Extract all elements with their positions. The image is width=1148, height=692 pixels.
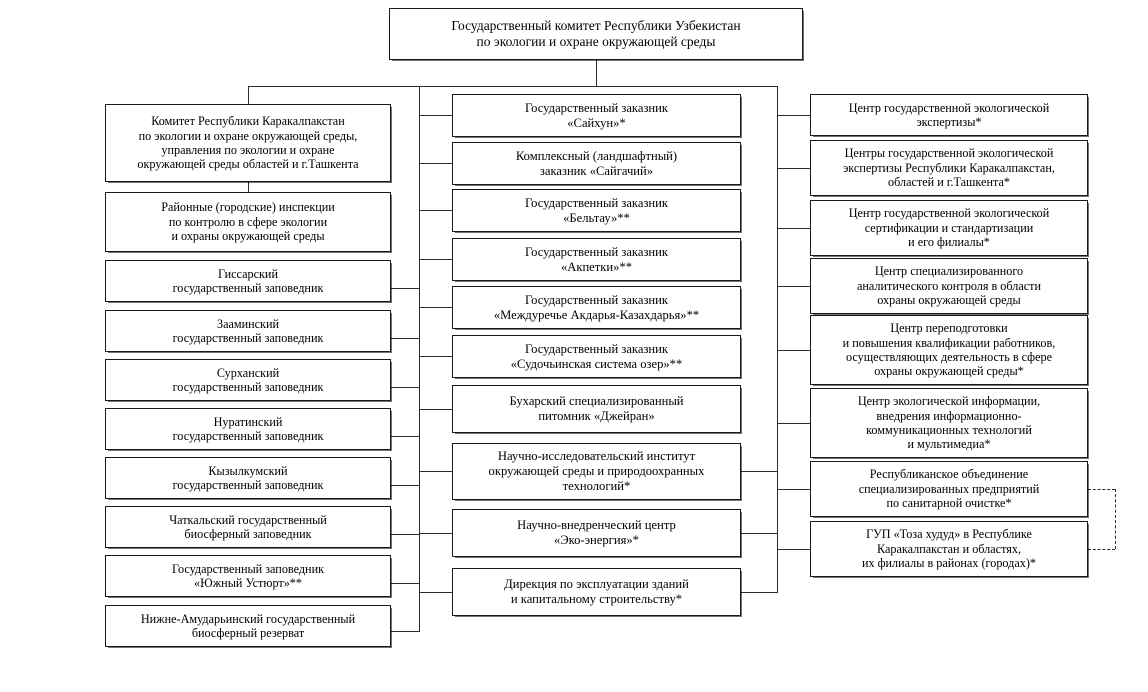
right-connector-6 xyxy=(777,423,811,424)
right-node-1-label: Центр государственной экологической эксп… xyxy=(848,100,1050,129)
middle-connector-6 xyxy=(419,356,453,357)
left-link-1-2 xyxy=(248,182,249,192)
right-node-5-label: Центр переподготовки и повышения квалифи… xyxy=(842,321,1056,379)
right-connector-4 xyxy=(777,286,811,287)
right-node-5: Центр переподготовки и повышения квалифи… xyxy=(810,315,1088,385)
left-node-8: Чаткальский государственный биосферный з… xyxy=(105,506,391,548)
root-node: Государственный комитет Республики Узбек… xyxy=(389,8,803,60)
middle-node-6: Государственный заказник «Судочьинская с… xyxy=(452,335,741,378)
right-node-7-label: Республиканское объединение специализиро… xyxy=(858,467,1040,511)
right-node-1: Центр государственной экологической эксп… xyxy=(810,94,1088,136)
left-node-8-label: Чаткальский государственный биосферный з… xyxy=(169,512,327,541)
right-node-8: ГУП «Тоза худуд» в Республике Каракалпак… xyxy=(810,521,1088,577)
right-connector-1 xyxy=(777,115,811,116)
left-node-4-label: Зааминский государственный заповедник xyxy=(172,316,324,345)
right-node-7: Республиканское объединение специализиро… xyxy=(810,461,1088,517)
left-node-2: Районные (городские) инспекции по контро… xyxy=(105,192,391,252)
right-node-3-label: Центр государственной экологической серт… xyxy=(848,206,1050,250)
middle-to-right-connector-9 xyxy=(741,533,778,534)
left-node-7-label: Кызылкумский государственный заповедник xyxy=(172,463,324,492)
right-connector-2 xyxy=(777,168,811,169)
left-connector-4 xyxy=(391,338,420,339)
middle-node-8-label: Научно-исследовательский институт окружа… xyxy=(488,449,705,493)
left-node-5-label: Сурханский государственный заповедник xyxy=(172,365,324,394)
middle-node-5: Государственный заказник «Междуречье Акд… xyxy=(452,286,741,329)
middle-connector-2 xyxy=(419,163,453,164)
left-node-4: Зааминский государственный заповедник xyxy=(105,310,391,352)
middle-node-1-label: Государственный заказник «Сайхун»* xyxy=(524,100,669,130)
right-connector-8 xyxy=(777,549,811,550)
left-spine xyxy=(248,86,249,116)
middle-node-5-label: Государственный заказник «Междуречье Акд… xyxy=(493,292,700,322)
middle-node-10-label: Дирекция по эксплуатации зданий и капита… xyxy=(504,577,689,606)
right-node-3: Центр государственной экологической серт… xyxy=(810,200,1088,256)
middle-connector-4 xyxy=(419,259,453,260)
left-node-9: Государственный заповедник «Южный Устюрт… xyxy=(105,555,391,597)
middle-node-1: Государственный заказник «Сайхун»* xyxy=(452,94,741,137)
middle-node-4: Государственный заказник «Акпетки»** xyxy=(452,238,741,281)
middle-node-2: Комплексный (ландшафтный) заказник «Сайг… xyxy=(452,142,741,185)
middle-spine xyxy=(419,86,420,631)
left-node-7: Кызылкумский государственный заповедник xyxy=(105,457,391,499)
left-node-5: Сурханский государственный заповедник xyxy=(105,359,391,401)
right-node-6-label: Центр экологической информации, внедрени… xyxy=(857,394,1041,452)
right-node-6: Центр экологической информации, внедрени… xyxy=(810,388,1088,458)
middle-node-3: Государственный заказник «Бельтау»** xyxy=(452,189,741,232)
middle-to-right-connector-8 xyxy=(741,471,778,472)
left-node-1-label: Комитет Республики Каракалпакстан по эко… xyxy=(137,114,359,172)
middle-to-right-connector-10 xyxy=(741,592,778,593)
left-connector-7 xyxy=(391,485,420,486)
right-spine xyxy=(777,86,778,576)
right-node-8-label: ГУП «Тоза худуд» в Республике Каракалпак… xyxy=(861,527,1037,571)
middle-node-10: Дирекция по эксплуатации зданий и капита… xyxy=(452,568,741,616)
middle-connector-7 xyxy=(419,409,453,410)
middle-connector-9 xyxy=(419,533,453,534)
left-connector-3 xyxy=(391,288,420,289)
right-node-4: Центр специализированного аналитического… xyxy=(810,258,1088,314)
left-connector-8 xyxy=(391,534,420,535)
root-stem xyxy=(596,60,597,86)
middle-node-9-label: Научно-внедренческий центр «Эко-энергия»… xyxy=(517,518,676,547)
left-connector-6 xyxy=(391,436,420,437)
left-node-1: Комитет Республики Каракалпакстан по эко… xyxy=(105,104,391,182)
dashed-connector-top xyxy=(1088,489,1115,490)
left-node-6-label: Нуратинский государственный заповедник xyxy=(172,414,324,443)
middle-connector-3 xyxy=(419,210,453,211)
right-connector-3 xyxy=(777,228,811,229)
dashed-connector-bottom xyxy=(1088,549,1115,550)
left-connector-5 xyxy=(391,387,420,388)
middle-node-4-label: Государственный заказник «Акпетки»** xyxy=(524,244,669,274)
middle-node-3-label: Государственный заказник «Бельтау»** xyxy=(524,195,669,225)
right-node-2: Центры государственной экологической экс… xyxy=(810,140,1088,196)
middle-node-2-label: Комплексный (ландшафтный) заказник «Сайг… xyxy=(515,148,678,178)
middle-node-9: Научно-внедренческий центр «Эко-энергия»… xyxy=(452,509,741,557)
right-spine-lower xyxy=(777,576,778,592)
middle-connector-5 xyxy=(419,307,453,308)
left-node-10: Нижне-Амударьинский государственный биос… xyxy=(105,605,391,647)
left-node-3: Гиссарский государственный заповедник xyxy=(105,260,391,302)
middle-connector-10 xyxy=(419,592,453,593)
middle-node-7: Бухарский специализированный питомник «Д… xyxy=(452,385,741,433)
left-node-3-label: Гиссарский государственный заповедник xyxy=(172,266,324,295)
right-node-4-label: Центр специализированного аналитического… xyxy=(856,264,1042,308)
middle-node-8: Научно-исследовательский институт окружа… xyxy=(452,443,741,500)
root-node-label: Государственный комитет Республики Узбек… xyxy=(451,18,741,49)
left-node-2-label: Районные (городские) инспекции по контро… xyxy=(161,200,335,244)
middle-node-6-label: Государственный заказник «Судочьинская с… xyxy=(510,341,683,371)
right-connector-7 xyxy=(777,489,811,490)
right-node-2-label: Центры государственной экологической экс… xyxy=(843,146,1055,190)
right-connector-5 xyxy=(777,350,811,351)
middle-node-7-label: Бухарский специализированный питомник «Д… xyxy=(509,394,684,423)
middle-connector-1 xyxy=(419,115,453,116)
dashed-connector-vertical xyxy=(1115,489,1116,549)
main-bus xyxy=(248,86,777,87)
left-node-9-label: Государственный заповедник «Южный Устюрт… xyxy=(171,561,325,590)
left-node-10-label: Нижне-Амударьинский государственный биос… xyxy=(140,611,356,640)
left-connector-10 xyxy=(391,631,420,632)
middle-connector-8 xyxy=(419,471,453,472)
left-connector-9 xyxy=(391,583,420,584)
left-node-6: Нуратинский государственный заповедник xyxy=(105,408,391,450)
